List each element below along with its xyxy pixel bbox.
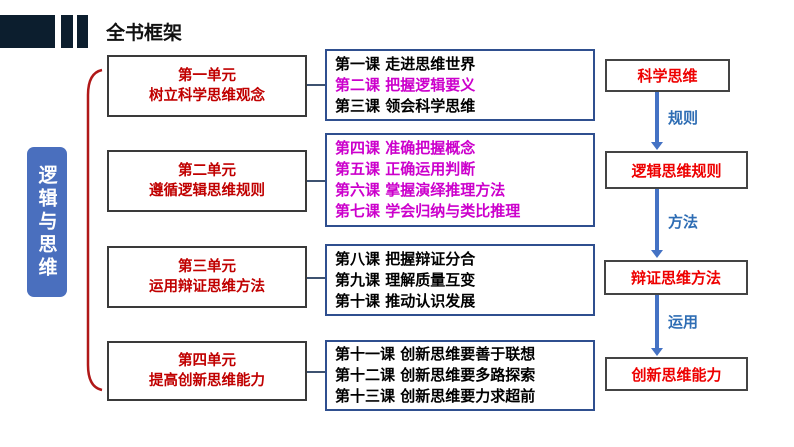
- title-bar-stripe: [61, 15, 73, 48]
- lesson-box-2: 第四课 准确把握概念第五课 正确运用判断第六课 掌握演绎推理方法第七课 学会归纳…: [325, 133, 595, 227]
- flow-node-3: 辩证思维方法: [604, 260, 748, 295]
- title-bar-stripe: [77, 15, 88, 48]
- page-title: 全书框架: [106, 22, 183, 44]
- lesson-item: 第十二课 创新思维要多路探索: [335, 366, 536, 384]
- lesson-item: 第十三课 创新思维要力求超前: [335, 387, 536, 405]
- unit-box-2: 第二单元 遵循逻辑思维规则: [107, 150, 307, 212]
- flow-node-2: 逻辑思维规则: [605, 151, 748, 189]
- brace: [86, 68, 103, 392]
- lesson-item: 第八课 把握辩证分合: [335, 249, 476, 268]
- lesson-box-3: 第八课 把握辩证分合第九课 理解质量互变第十课 推动认识发展: [325, 244, 595, 316]
- flow-node-1: 科学思维: [605, 59, 730, 92]
- lesson-item: 第一课 走进思维世界: [335, 54, 476, 73]
- lesson-item: 第十一课 创新思维要善于联想: [335, 345, 536, 363]
- flow-node-4: 创新思维能力: [605, 357, 748, 391]
- lesson-item: 第四课 准确把握概念: [335, 139, 476, 157]
- connector: [307, 371, 325, 373]
- title-bar-block: [0, 15, 55, 48]
- unit-name: 第一单元: [178, 68, 236, 84]
- arrow-head-icon: [651, 142, 663, 150]
- unit-subtitle: 提高创新思维能力: [149, 373, 265, 389]
- lesson-box-4: 第十一课 创新思维要善于联想第十二课 创新思维要多路探索第十三课 创新思维要力求…: [325, 340, 595, 411]
- arrow-head-icon: [651, 250, 663, 258]
- arrow-shaft: [655, 295, 659, 348]
- book-title-box: 逻辑与思维: [27, 147, 67, 297]
- connector: [307, 277, 325, 279]
- arrow-shaft: [655, 189, 659, 250]
- lesson-box-1: 第一课 走进思维世界第二课 把握逻辑要义第三课 领会科学思维: [325, 49, 595, 121]
- lesson-item: 第五课 正确运用判断: [335, 160, 476, 178]
- lesson-item: 第十课 推动认识发展: [335, 291, 476, 310]
- arrow-head-icon: [651, 348, 663, 356]
- unit-subtitle: 遵循逻辑思维规则: [149, 183, 265, 199]
- unit-box-3: 第三单元 运用辩证思维方法: [107, 246, 307, 308]
- arrow-shaft: [655, 92, 659, 142]
- lesson-item: 第九课 理解质量互变: [335, 270, 476, 289]
- unit-subtitle: 树立科学思维观念: [149, 88, 265, 104]
- unit-subtitle: 运用辩证思维方法: [149, 279, 265, 295]
- edge-label: 方法: [668, 213, 699, 231]
- edge-label: 规则: [668, 109, 699, 127]
- unit-name: 第三单元: [178, 259, 236, 275]
- lesson-item: 第三课 领会科学思维: [335, 96, 476, 115]
- unit-box-1: 第一单元 树立科学思维观念: [107, 55, 307, 117]
- lesson-item: 第七课 学会归纳与类比推理: [335, 202, 521, 220]
- unit-name: 第四单元: [178, 353, 236, 369]
- lesson-item: 第六课 掌握演绎推理方法: [335, 181, 506, 199]
- edge-label: 运用: [668, 313, 699, 331]
- connector: [307, 180, 325, 182]
- connector: [307, 84, 325, 86]
- unit-box-4: 第四单元 提高创新思维能力: [107, 341, 307, 401]
- unit-name: 第二单元: [178, 163, 236, 179]
- lesson-item: 第二课 把握逻辑要义: [335, 75, 476, 94]
